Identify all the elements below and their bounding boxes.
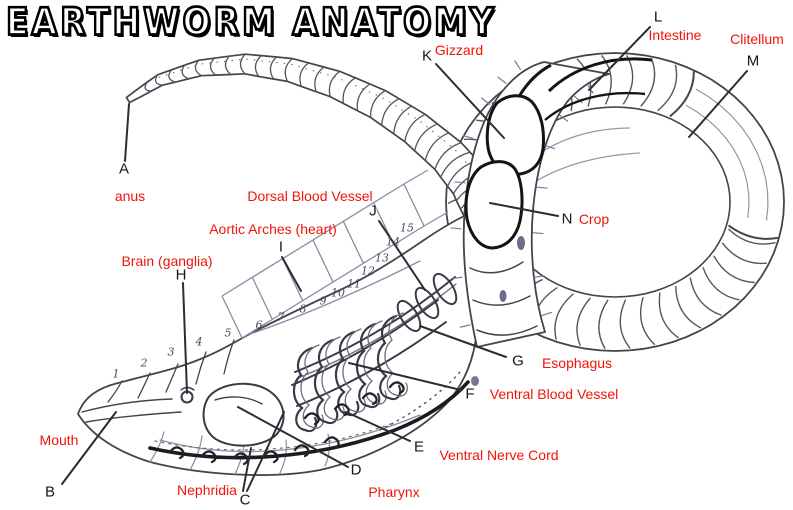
leader-line-gizzard bbox=[435, 63, 505, 139]
pharynx-shape bbox=[202, 382, 285, 447]
segment-number-12: 12 bbox=[361, 264, 375, 278]
label-term-crop: Crop bbox=[578, 211, 610, 227]
label-term-aortic-arches: Aortic Arches (heart) bbox=[209, 221, 337, 237]
label-term-brain: Brain (ganglia) bbox=[121, 253, 213, 269]
label-term-dorsal-blood-vessel: Dorsal Blood Vessel bbox=[247, 188, 373, 204]
title: EARTHWORM ANATOMY bbox=[5, 0, 497, 45]
label-term-ventral-nerve-cord: Ventral Nerve Cord bbox=[439, 447, 559, 463]
label-term-anus: anus bbox=[114, 188, 146, 204]
leader-line-crop bbox=[489, 202, 559, 217]
esophagus-shape bbox=[291, 299, 439, 386]
leader-lines bbox=[61, 26, 748, 492]
nephridia-marks bbox=[168, 381, 405, 466]
label-letter-anus: A bbox=[118, 160, 130, 178]
leader-line-anus bbox=[124, 103, 130, 162]
label-term-ventral-blood-vessel: Ventral Blood Vessel bbox=[489, 386, 619, 402]
label-letter-crop: N bbox=[561, 210, 573, 228]
organ-outlines bbox=[464, 57, 653, 250]
segment-number-8: 8 bbox=[299, 302, 307, 316]
segment-number-15: 15 bbox=[400, 221, 414, 235]
label-letter-ventral-nerve-cord: E bbox=[413, 438, 425, 456]
dorsal-blood-vessel-shape bbox=[294, 276, 456, 373]
segment-number-9: 9 bbox=[319, 294, 327, 308]
segment-number-4: 4 bbox=[195, 335, 203, 349]
ventral-nerve-cord-shape bbox=[148, 380, 470, 460]
internal-organs bbox=[148, 272, 470, 466]
label-letter-esophagus: G bbox=[512, 352, 524, 370]
segment-number-10: 10 bbox=[331, 286, 345, 300]
intestine-outline bbox=[547, 57, 653, 93]
segment-number-14: 14 bbox=[386, 235, 400, 249]
leader-line-dorsal-blood-vessel bbox=[378, 220, 426, 291]
label-term-intestine: Intestine bbox=[648, 27, 702, 43]
leader-line-clitellum bbox=[688, 70, 748, 138]
label-letter-gizzard: K bbox=[421, 47, 433, 65]
leader-line-ventral-nerve-cord bbox=[345, 411, 411, 442]
label-letter-clitellum: M bbox=[746, 52, 760, 70]
label-term-clitellum: Clitellum bbox=[730, 31, 784, 47]
label-letter-mouth: B bbox=[44, 483, 56, 501]
crop-shape bbox=[464, 160, 524, 250]
leader-line-mouth bbox=[61, 411, 117, 485]
leader-line-nephridia bbox=[246, 411, 285, 492]
leader-line-esophagus bbox=[419, 325, 507, 358]
segment-number-3: 3 bbox=[167, 345, 175, 359]
label-term-esophagus: Esophagus bbox=[541, 355, 613, 371]
leader-line-ventral-blood-vessel bbox=[348, 362, 462, 391]
label-letter-ventral-blood-vessel: F bbox=[465, 385, 475, 403]
segment-number-11: 11 bbox=[347, 277, 361, 291]
segment-number-2: 2 bbox=[140, 356, 148, 370]
segment-number-6: 6 bbox=[255, 318, 263, 332]
leader-line-brain bbox=[182, 282, 188, 394]
label-letter-nephridia: C bbox=[239, 491, 251, 509]
label-letter-intestine: L bbox=[653, 8, 663, 26]
label-letter-dorsal-blood-vessel: J bbox=[369, 202, 377, 220]
gizzard-shape bbox=[485, 94, 545, 176]
segment-number-1: 1 bbox=[112, 367, 120, 381]
label-term-gizzard: Gizzard bbox=[434, 42, 484, 58]
label-letter-aortic-arches: I bbox=[278, 238, 284, 256]
label-term-pharynx: Pharynx bbox=[368, 484, 420, 500]
segment-number-7: 7 bbox=[277, 310, 285, 324]
segment-number-5: 5 bbox=[224, 326, 232, 340]
leader-line-nephridia bbox=[242, 447, 252, 492]
leader-line-intestine bbox=[588, 26, 651, 91]
label-term-nephridia: Nephridia bbox=[177, 482, 237, 498]
label-term-mouth: Mouth bbox=[39, 432, 79, 448]
segment-number-13: 13 bbox=[375, 251, 389, 265]
label-letter-pharynx: D bbox=[350, 461, 362, 479]
leader-line-aortic-arches bbox=[281, 256, 302, 292]
label-letter-brain: H bbox=[175, 266, 187, 284]
leader-line-pharynx bbox=[237, 406, 349, 468]
